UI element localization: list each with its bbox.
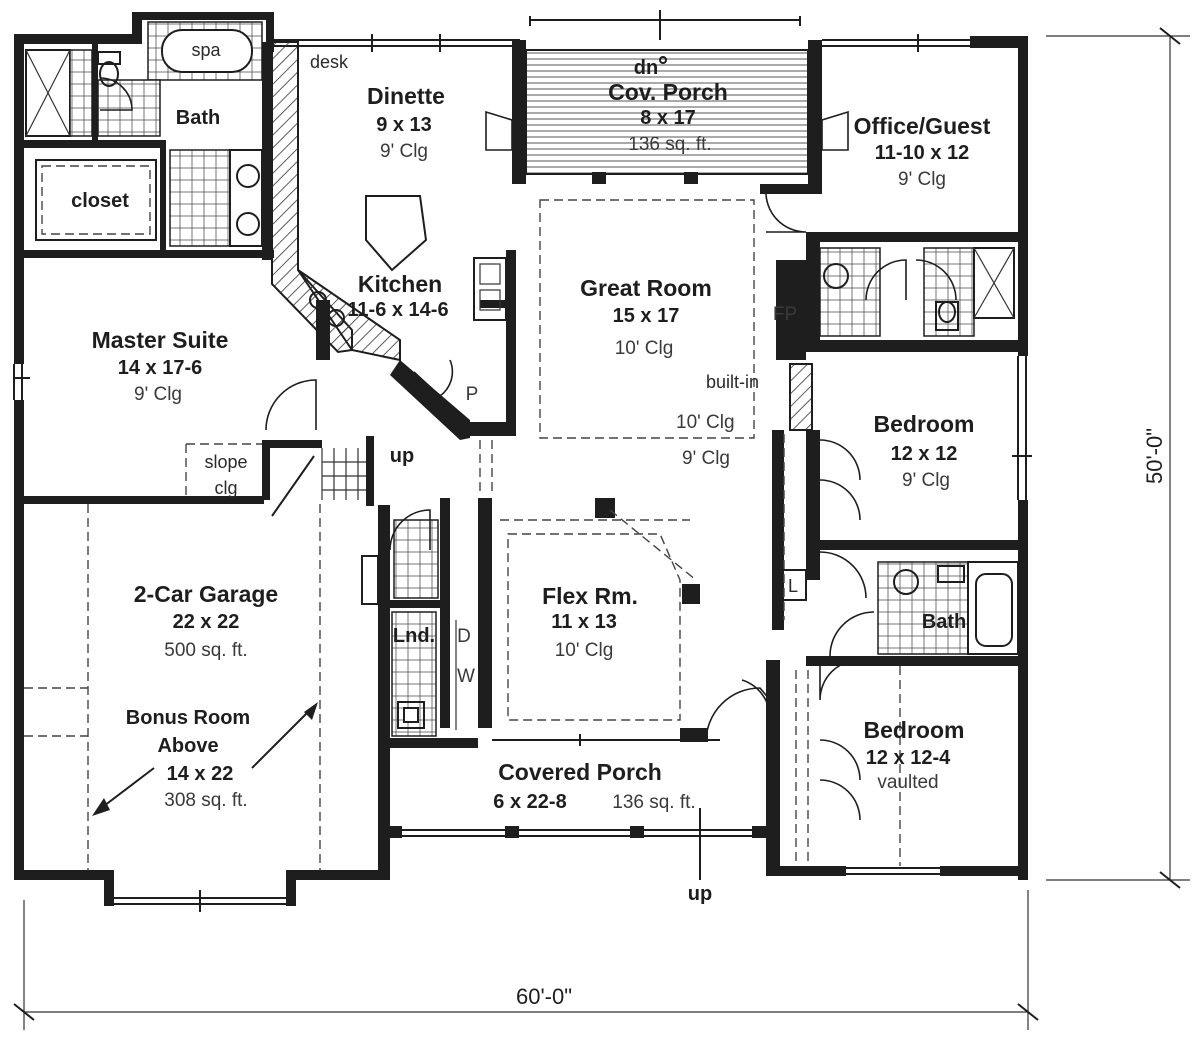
width-dimension: 60'-0" [516, 984, 572, 1009]
covered-porch-size: 6 x 22-8 [493, 791, 566, 813]
bonus-size: 14 x 22 [167, 763, 234, 785]
linen-label: L [788, 576, 798, 596]
office-name: Office/Guest [854, 113, 991, 139]
cov-porch-size: 8 x 17 [640, 107, 696, 129]
cov-porch-name: Cov. Porch [608, 79, 728, 105]
office-size: 11-10 x 12 [875, 142, 970, 164]
front-up-label: up [688, 883, 712, 905]
great-room-ceiling: 10' Clg [615, 338, 674, 359]
ceiling-outlines [24, 199, 901, 870]
master-suite-size: 14 x 17-6 [118, 357, 203, 379]
cov-porch-dn: dn [634, 57, 658, 79]
depth-dimension: 50'-0" [1142, 428, 1167, 484]
closet-label: closet [71, 190, 129, 212]
room-labels: spa Bath closet desk Dinette 9 x 13 9' C… [71, 40, 991, 905]
slope-label: slope [204, 452, 247, 472]
dinette-ceiling: 9' Clg [380, 141, 428, 162]
master-suite-name: Master Suite [92, 327, 229, 353]
covered-porch-area: 136 sq. ft. [612, 792, 695, 813]
slope-clg-label: clg [214, 478, 237, 498]
bath2-label: Bath [922, 611, 966, 633]
dinette-name: Dinette [367, 83, 445, 109]
garage-area: 500 sq. ft. [164, 640, 247, 661]
laundry-label: Lnd. [393, 625, 435, 647]
bonus-line1: Bonus Room [126, 707, 250, 729]
kitchen-size: 11-6 x 14-6 [347, 299, 448, 321]
master-bath-label: Bath [176, 107, 220, 129]
cov-porch-area: 136 sq. ft. [628, 134, 711, 155]
stair-up-label: up [390, 445, 414, 467]
pantry-label: P [466, 384, 479, 405]
doors [99, 77, 957, 821]
fixtures [25, 21, 1015, 737]
covered-porch-name: Covered Porch [498, 759, 662, 785]
flex-room-size: 11 x 13 [551, 611, 617, 633]
bedroom2-ceiling: vaulted [877, 772, 938, 793]
desk-label: desk [310, 52, 349, 72]
dryer-label: D [457, 626, 471, 647]
bedroom1-size: 12 x 12 [891, 443, 958, 465]
kitchen-name: Kitchen [358, 271, 442, 297]
bedroom2-name: Bedroom [864, 717, 965, 743]
fireplace-label: FP [773, 304, 797, 325]
built-in-label: built-in [706, 372, 759, 392]
flex-room-name: Flex Rm. [542, 583, 638, 609]
bedroom1-ceiling: 9' Clg [902, 470, 950, 491]
ceiling-9-label: 9' Clg [682, 448, 730, 469]
dimension-lines [13, 27, 1190, 1030]
master-suite-ceiling: 9' Clg [134, 384, 182, 405]
flex-room-ceiling: 10' Clg [555, 640, 614, 661]
office-ceiling: 9' Clg [898, 169, 946, 190]
great-room-name: Great Room [580, 275, 712, 301]
bonus-room-arrows [92, 702, 318, 816]
spa-label: spa [191, 40, 221, 60]
bedroom2-size: 12 x 12-4 [866, 747, 951, 769]
bonus-area: 308 sq. ft. [164, 790, 247, 811]
ceiling-10-label: 10' Clg [676, 412, 735, 433]
interior-walls [14, 41, 1026, 748]
bonus-line2: Above [157, 735, 218, 757]
garage-name: 2-Car Garage [134, 581, 278, 607]
dinette-size: 9 x 13 [376, 114, 432, 136]
bedroom1-name: Bedroom [874, 411, 975, 437]
dimension-labels: 60'-0" 50'-0" [516, 428, 1167, 1009]
window-markers [14, 10, 1032, 912]
washer-label: W [457, 666, 475, 687]
garage-size: 22 x 22 [173, 611, 240, 633]
great-room-size: 15 x 17 [613, 305, 680, 327]
